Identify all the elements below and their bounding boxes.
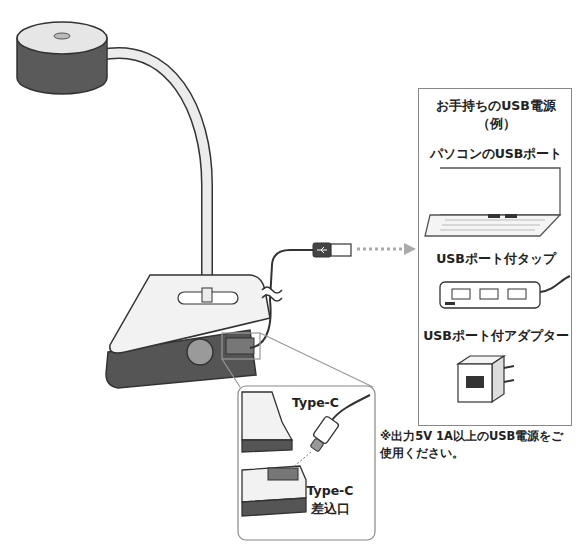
laptop-keys: [440, 220, 545, 230]
item-label: Type-C: [292, 394, 362, 412]
note: ※出力5V 1A以上のUSB電源をご使用ください。: [380, 428, 575, 462]
break-mark: [262, 295, 282, 301]
outlet: [508, 289, 526, 299]
clip-detail-edge: [242, 440, 292, 452]
usb-c-tip: [310, 438, 324, 452]
leader-line: [222, 359, 240, 387]
clip-hinge: [187, 339, 213, 365]
usb-port: [505, 214, 517, 218]
clip-detail-bottom: [242, 466, 306, 502]
lamp-button: [54, 33, 70, 39]
zoom-frame: [222, 333, 260, 359]
outlet: [480, 289, 498, 299]
clip-detail-base: [242, 498, 306, 516]
usb-c-port-detail: [268, 468, 298, 480]
gooseneck: [100, 53, 207, 300]
arrow-head: [404, 243, 416, 255]
dotted-arrow: [357, 248, 404, 251]
clip-detail-top: [242, 392, 292, 440]
item-label: パソコンのUSBポート: [419, 145, 573, 163]
usb-plug-body: [313, 243, 331, 257]
usb-symbol: [317, 247, 327, 253]
detail-inset: Type-C Type-C 差込口: [238, 386, 375, 540]
insert-guide: [290, 452, 311, 470]
adapter-prongs: [504, 366, 514, 382]
usb-port: [488, 214, 500, 218]
panel-heading: お手持ちのUSB電源 （例）: [431, 97, 561, 133]
strip-cord: [540, 276, 570, 292]
laptop-screen: [440, 168, 560, 215]
adapter-side: [492, 356, 504, 402]
neck-socket: [202, 288, 212, 302]
lamp-head-top: [17, 22, 107, 54]
power-source-panel: お手持ちのUSB電源 （例） パソコンのUSBポート USBポート付タップ USBポー…: [418, 88, 572, 426]
clip-upper-jaw: [110, 275, 270, 353]
item-label: Type-C 差込口: [298, 482, 362, 518]
laptop-base: [425, 215, 560, 236]
usb-plug-metal: [331, 244, 351, 256]
outlet: [452, 289, 470, 299]
usb-port: [466, 376, 484, 388]
gooseneck-outline: [100, 53, 207, 300]
item-label: USBポート付タップ: [419, 250, 573, 268]
usb-port: [445, 302, 455, 305]
inset-frame: [238, 386, 375, 540]
power-strip: [440, 282, 540, 308]
adapter-front: [458, 364, 492, 402]
leader-line: [260, 333, 373, 387]
usb-c-port: [226, 338, 254, 354]
item-label: USBポート付アダプター: [419, 327, 573, 345]
break-mark: [262, 287, 282, 293]
